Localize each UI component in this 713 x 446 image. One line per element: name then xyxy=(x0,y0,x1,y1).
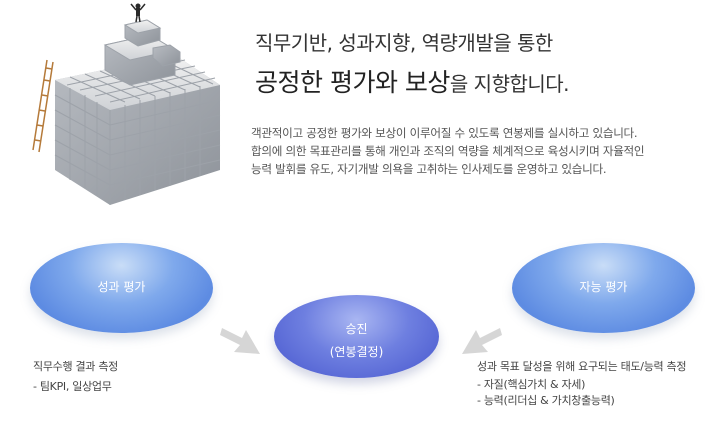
ladder-icon xyxy=(32,59,54,153)
description-line: 합의에 의한 목표관리를 통해 개인과 조직의 역량을 체계적으로 육성시키며 … xyxy=(251,144,645,158)
competency-evaluation-ellipse: 자능 평가 xyxy=(512,243,695,333)
headline-emphasis: 공정한 평가와 보상 xyxy=(255,68,450,97)
note-line: - 자질(핵심가치 & 자세) xyxy=(477,378,586,391)
description-line: 능력 발휘를 유도, 자기개발 의욕을 고취하는 인사제도를 운영하고 있습니다… xyxy=(251,162,607,176)
description: 객관적이고 공정한 평가와 보상이 이루어질 수 있도록 연봉제를 실시하고 있… xyxy=(251,124,645,178)
arrow-right-icon xyxy=(220,328,260,354)
headline-rest: 을 지향합니다. xyxy=(449,72,570,96)
note-line: 직무수행 결과 측정 xyxy=(33,360,118,373)
competency-evaluation-label: 자능 평가 xyxy=(579,280,628,294)
headline-line-2: 공정한 평가와 보상을 지향합니다. xyxy=(255,63,570,99)
headline-line-1: 직무기반, 성과지향, 역량개발을 통한 xyxy=(255,31,553,55)
description-line: 객관적이고 공정한 평가와 보상이 이루어질 수 있도록 연봉제를 실시하고 있… xyxy=(251,126,638,140)
performance-evaluation-ellipse: 성과 평가 xyxy=(30,243,213,333)
cube-stack-image xyxy=(32,3,221,205)
note-line: 성과 목표 달성을 위해 요구되는 태도/능력 측정 xyxy=(477,360,687,373)
person-figure-icon xyxy=(130,3,146,23)
promotion-label: 승진 xyxy=(345,322,368,336)
performance-evaluation-notes: 직무수행 결과 측정 - 팀KPI, 일상업무 xyxy=(33,357,118,397)
note-line: - 능력(리더십 & 가치창출능력) xyxy=(477,394,615,407)
performance-evaluation-label: 성과 평가 xyxy=(97,280,146,294)
promotion-ellipse: 승진 (연봉결정) xyxy=(274,295,439,378)
competency-evaluation-notes: 성과 목표 달성을 위해 요구되는 태도/능력 측정 - 자질(핵심가치 & 자… xyxy=(477,357,686,409)
cube-steps xyxy=(103,19,181,86)
arrow-left-icon xyxy=(462,328,502,354)
salary-decision-label: (연봉결정) xyxy=(329,345,384,359)
note-line: - 팀KPI, 일상업무 xyxy=(33,380,112,393)
